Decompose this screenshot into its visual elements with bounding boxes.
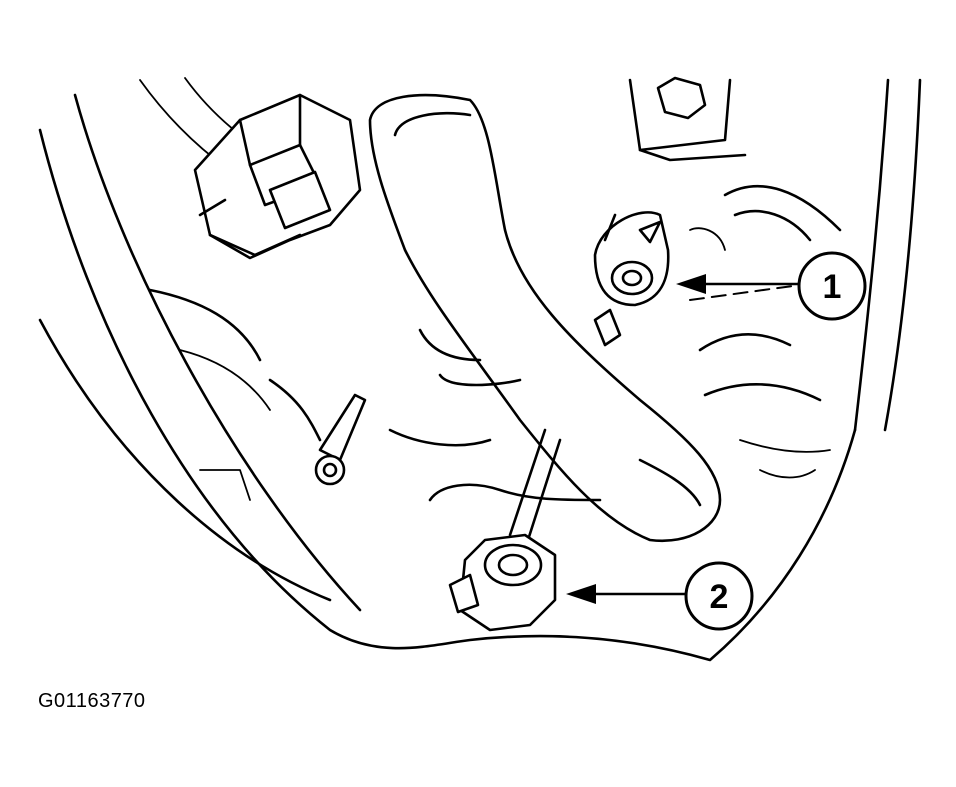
coolant-hose — [368, 93, 722, 543]
callout-2: 2 — [566, 561, 754, 631]
callout-2-label: 2 — [710, 578, 729, 616]
callout-1-dashed-line — [689, 284, 801, 301]
callout-1: 1 — [676, 251, 867, 321]
callout-1-label: 1 — [823, 268, 842, 306]
mounting-bolt — [628, 76, 747, 162]
right-hoses — [689, 184, 842, 479]
figure-id-label: G01163770 — [38, 690, 146, 712]
drain-plug-component — [428, 428, 602, 632]
electrical-connector — [193, 93, 362, 260]
callout-circle-icon — [797, 251, 867, 321]
callout-circle-icon — [684, 561, 754, 631]
bleed-valve-component — [593, 211, 670, 347]
left-details — [148, 288, 492, 501]
